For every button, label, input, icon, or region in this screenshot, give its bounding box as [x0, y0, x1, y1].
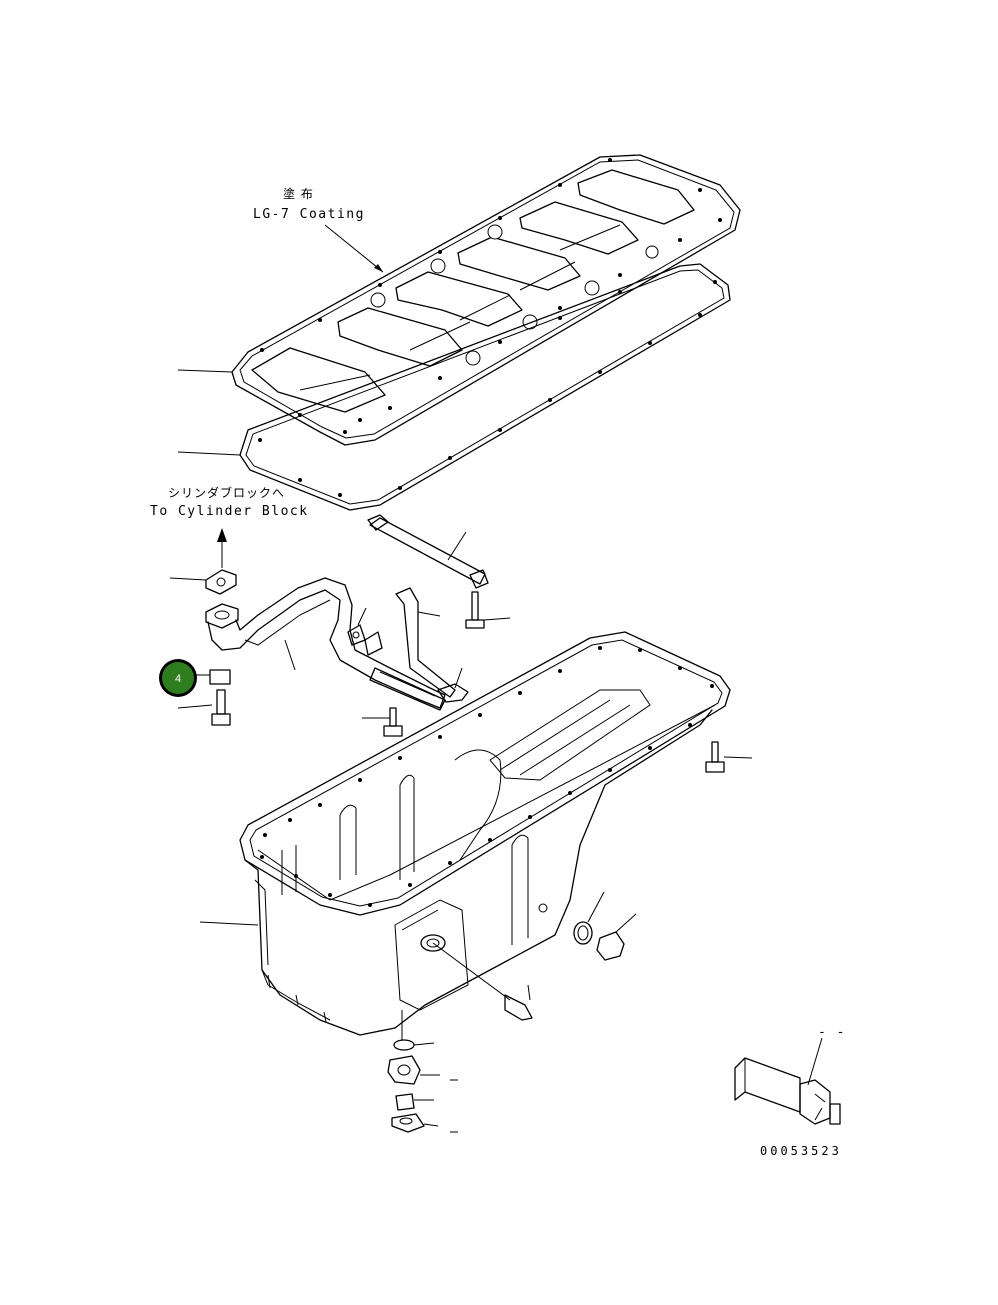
coating-jp-label: 塗 布 — [283, 186, 314, 201]
pipe-bracket — [367, 514, 489, 589]
drawing-number: 00053523 — [760, 1144, 842, 1158]
detail-tool — [734, 1037, 841, 1125]
o-ring-side — [573, 891, 605, 945]
bolt-right — [705, 741, 753, 773]
oil-pan-gasket — [239, 263, 731, 511]
bolt-stay — [437, 667, 469, 703]
up-arrow-icon — [217, 528, 227, 568]
drain-bolt — [432, 942, 533, 1021]
detail-mark: - - — [818, 1025, 846, 1040]
bolt-upper — [465, 591, 511, 629]
cylinder-en-label: To Cylinder Block — [150, 504, 309, 519]
suction-pipe-assembly — [169, 569, 446, 711]
bolt-left — [177, 689, 231, 726]
spacer-collar — [196, 669, 231, 685]
drain-stack — [387, 1010, 458, 1133]
bolt-pipe-middle — [362, 707, 403, 737]
drain-plug-side — [596, 913, 637, 961]
cylinder-jp-label: シリンダブロックへ — [168, 485, 285, 500]
top-gasket-plate — [231, 154, 741, 446]
oil-pan — [199, 631, 731, 1036]
callout-badge-4[interactable]: 4 — [159, 659, 197, 697]
callout-number: 4 — [175, 673, 181, 685]
coating-en-label: LG-7 Coating — [253, 207, 365, 222]
stay-bracket — [347, 587, 456, 698]
